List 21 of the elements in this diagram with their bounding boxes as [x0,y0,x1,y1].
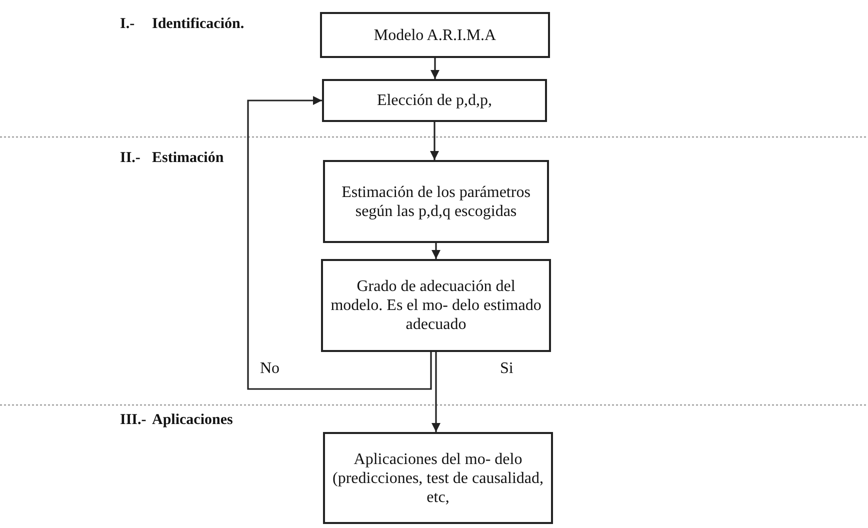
arrow [432,352,440,432]
arrow [430,122,439,160]
process-box [320,12,550,58]
arrow [430,58,440,79]
arrow [432,243,440,259]
arrow [247,96,432,390]
box-text: Elección de p,d,p, [376,91,494,110]
box-text: Estimación de los parámetros según las p,d,q escogidas [340,182,532,220]
section-title: Identificación. [152,16,244,33]
section-title: Estimación [152,150,224,167]
box-text: Aplicaciones del mo- delo (predicciones, test de causalidad, etc, [331,450,545,506]
box-text: Modelo A.R.I.M.A [372,26,498,44]
section-title: Aplicaciones [152,412,233,429]
section-number: I.- [120,16,135,33]
process-box [323,432,553,524]
process-box [321,259,551,352]
process-box [322,79,547,122]
process-box [323,160,549,243]
box-text: Grado de adecuación del modelo. Es el mo- delo estimado adecuado [330,277,542,334]
section-number: III.- [120,412,146,429]
section-number: II.- [120,150,140,167]
